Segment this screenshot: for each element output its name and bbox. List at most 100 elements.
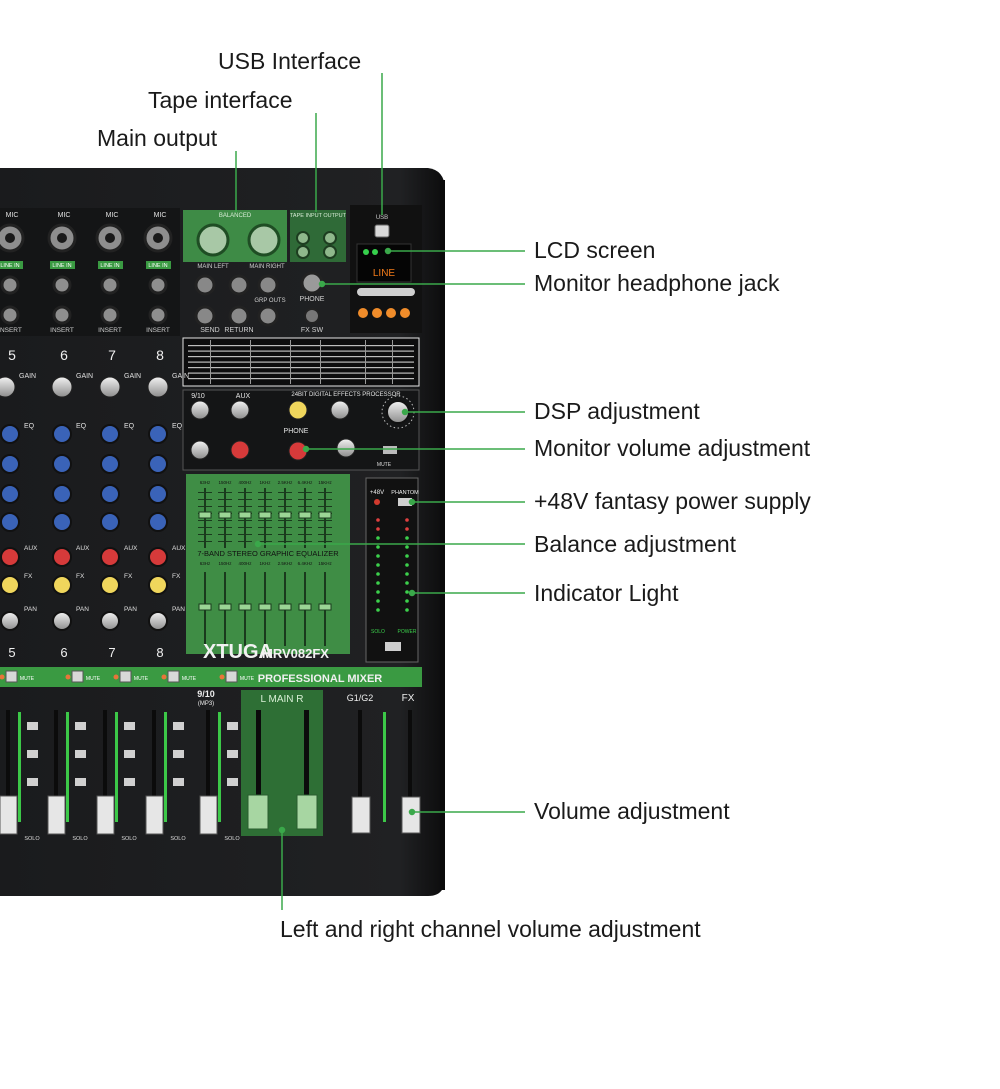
gain-knob[interactable] (99, 376, 121, 398)
main-left-fader[interactable] (247, 794, 269, 830)
lr-assign-button[interactable] (75, 722, 86, 730)
eq-knob[interactable] (148, 484, 168, 504)
group-assign-button[interactable] (124, 750, 135, 758)
solo-button[interactable] (227, 778, 238, 786)
eq-knob[interactable] (148, 512, 168, 532)
eq-band-slider[interactable] (238, 603, 252, 611)
fx-knob[interactable] (100, 575, 120, 595)
gain-knob[interactable] (0, 376, 16, 398)
lr-assign-button[interactable] (124, 722, 135, 730)
eq-knob[interactable] (0, 512, 20, 532)
gain-knob[interactable] (51, 376, 73, 398)
aux-knob[interactable] (0, 547, 20, 567)
eq-knob[interactable] (148, 454, 168, 474)
eq-knob[interactable] (100, 512, 120, 532)
fx-knob[interactable] (52, 575, 72, 595)
aux-knob[interactable] (148, 547, 168, 567)
channel-number: 5 (8, 645, 15, 660)
mute-button[interactable] (71, 670, 84, 683)
group-assign-button[interactable] (227, 750, 238, 758)
channel-fader[interactable] (96, 795, 115, 835)
channel-number: 8 (156, 645, 163, 660)
phantom-switch[interactable] (398, 498, 412, 506)
eq-knob[interactable] (0, 484, 20, 504)
solo-button[interactable] (75, 778, 86, 786)
solo-button[interactable] (173, 778, 184, 786)
eq-knob[interactable] (0, 454, 20, 474)
channel-fader[interactable] (0, 795, 18, 835)
meter-led (376, 599, 380, 603)
eq-knob[interactable] (100, 484, 120, 504)
eq-knob[interactable] (52, 484, 72, 504)
eq-label: EQ (172, 423, 183, 430)
fx-label: FX (172, 573, 181, 580)
mute-button[interactable] (119, 670, 132, 683)
eq-knob[interactable] (52, 454, 72, 474)
eq-knob[interactable] (148, 424, 168, 444)
aux-label: AUX (24, 545, 38, 552)
channel-fader[interactable] (145, 795, 164, 835)
mute-led (65, 674, 71, 680)
meter-led (405, 527, 409, 531)
fx-knob[interactable] (148, 575, 168, 595)
eq-band-label: 400Hz (238, 561, 252, 566)
eq-band-slider[interactable] (318, 603, 332, 611)
eq-band-slider[interactable] (198, 603, 212, 611)
eq-band-label: 15KHz (318, 561, 332, 566)
eq-knob[interactable] (0, 424, 20, 444)
group-assign-button[interactable] (27, 750, 38, 758)
dsp-title: 24BIT DIGITAL EFFECTS PROCESSOR (291, 392, 401, 398)
preset-table (182, 337, 420, 387)
eq-band-slider[interactable] (218, 603, 232, 611)
lr-assign-button[interactable] (27, 722, 38, 730)
group-assign-button[interactable] (75, 750, 86, 758)
eq-title: 7-BAND STEREO GRAPHIC EQUALIZER (197, 549, 339, 558)
g1g2-fader[interactable] (351, 796, 371, 834)
solo-button[interactable] (27, 778, 38, 786)
group-assign-button[interactable] (173, 750, 184, 758)
lr-assign-button[interactable] (173, 722, 184, 730)
eq-band-slider[interactable] (278, 511, 292, 519)
pan-knob[interactable] (148, 611, 168, 631)
channel-fader-strip: SOLO (47, 710, 88, 842)
solo-indicator-label: SOLO (371, 629, 385, 635)
mute-button[interactable] (225, 670, 238, 683)
pan-knob[interactable] (0, 611, 20, 631)
meter-led (376, 581, 380, 585)
channel-fader[interactable] (47, 795, 66, 835)
fx-knob[interactable] (0, 575, 20, 595)
eq-knob[interactable] (100, 424, 120, 444)
aux-knob[interactable] (52, 547, 72, 567)
eq-band-slider[interactable] (318, 511, 332, 519)
aux-knob[interactable] (100, 547, 120, 567)
pan-knob[interactable] (52, 611, 72, 631)
eq-band-slider[interactable] (238, 511, 252, 519)
eq-band-slider[interactable] (298, 511, 312, 519)
mute-button[interactable] (5, 670, 18, 683)
channel-number: 5 (8, 347, 16, 363)
mute-label: MUTE (240, 676, 255, 682)
solo-button[interactable] (124, 778, 135, 786)
eq-band-slider[interactable] (278, 603, 292, 611)
main-right-fader[interactable] (296, 794, 318, 830)
return-label: RETURN (224, 327, 253, 334)
eq-band-slider[interactable] (218, 511, 232, 519)
eq-band-slider[interactable] (298, 603, 312, 611)
lr-assign-button[interactable] (227, 722, 238, 730)
dsp-adjustment-callout: DSP adjustment (534, 398, 700, 424)
eq-knob[interactable] (52, 424, 72, 444)
channel-fader[interactable] (199, 795, 218, 835)
eq-knob[interactable] (100, 454, 120, 474)
main-right-label: MAIN RIGHT (249, 264, 285, 270)
gain-knob[interactable] (147, 376, 169, 398)
mute-button[interactable] (167, 670, 180, 683)
eq-band-slider[interactable] (198, 511, 212, 519)
eq-band-slider[interactable] (258, 603, 272, 611)
eq-knob[interactable] (52, 512, 72, 532)
mute-label: MUTE (134, 676, 149, 682)
pan-knob[interactable] (100, 611, 120, 631)
eq-band-slider[interactable] (258, 511, 272, 519)
phantom-power-callout: +48V fantasy power supply (534, 488, 811, 514)
channel-number: 7 (108, 347, 116, 363)
insert-label: INSERT (0, 327, 22, 334)
